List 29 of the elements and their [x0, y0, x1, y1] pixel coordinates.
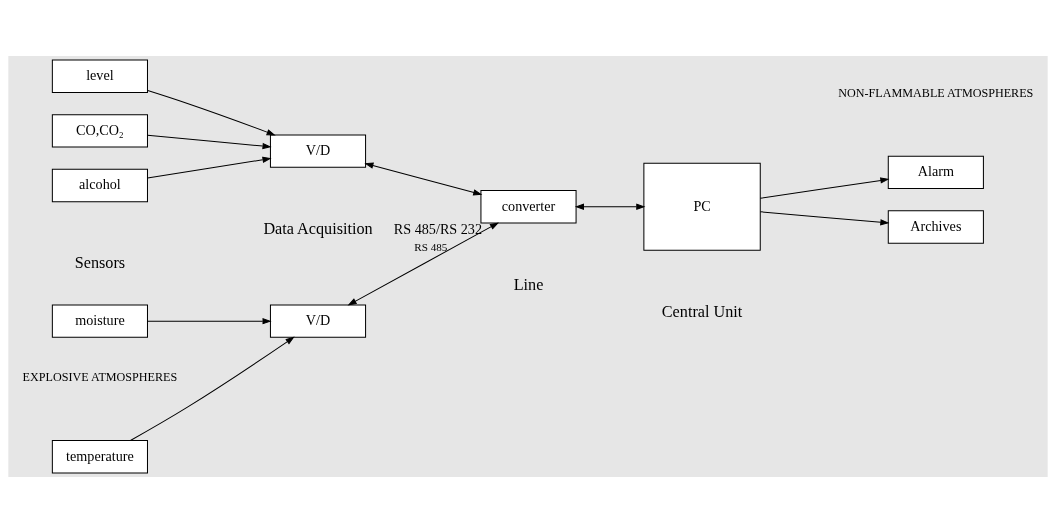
arrow [129, 336, 295, 441]
node-box: moisture [51, 303, 148, 338]
arrow [574, 203, 646, 210]
arrow [147, 317, 272, 324]
node-label: RS 485/RS 232 [393, 220, 482, 237]
arrow [147, 89, 276, 135]
label: EXPLOSIVE ATMOSPHERES [22, 369, 178, 384]
label: Sensors [74, 253, 126, 272]
arrow [147, 134, 272, 149]
label: NON-FLAMMABLE ATMOSPHERES [838, 85, 1034, 100]
node-box: CO,CO₂ [51, 113, 148, 148]
node-box: converter [480, 189, 577, 223]
arrow [759, 210, 890, 225]
arrow [147, 156, 272, 179]
label: Line [513, 275, 544, 294]
label: Central Unit [661, 302, 743, 321]
label: Data Acquisition [263, 219, 373, 238]
node-box: V/D [269, 303, 367, 338]
node-box: level [51, 59, 148, 93]
node-box: alcohol [51, 168, 148, 202]
node-box: Archives [887, 209, 984, 244]
node-box: PC [643, 162, 761, 251]
node-box: Alarm [887, 155, 984, 189]
edge-label: RS 485 [414, 240, 448, 253]
arrow [347, 221, 500, 305]
node-box: temperature [51, 439, 148, 473]
arrow [364, 162, 483, 195]
node-box: V/D [269, 133, 367, 168]
arrow [759, 176, 890, 199]
